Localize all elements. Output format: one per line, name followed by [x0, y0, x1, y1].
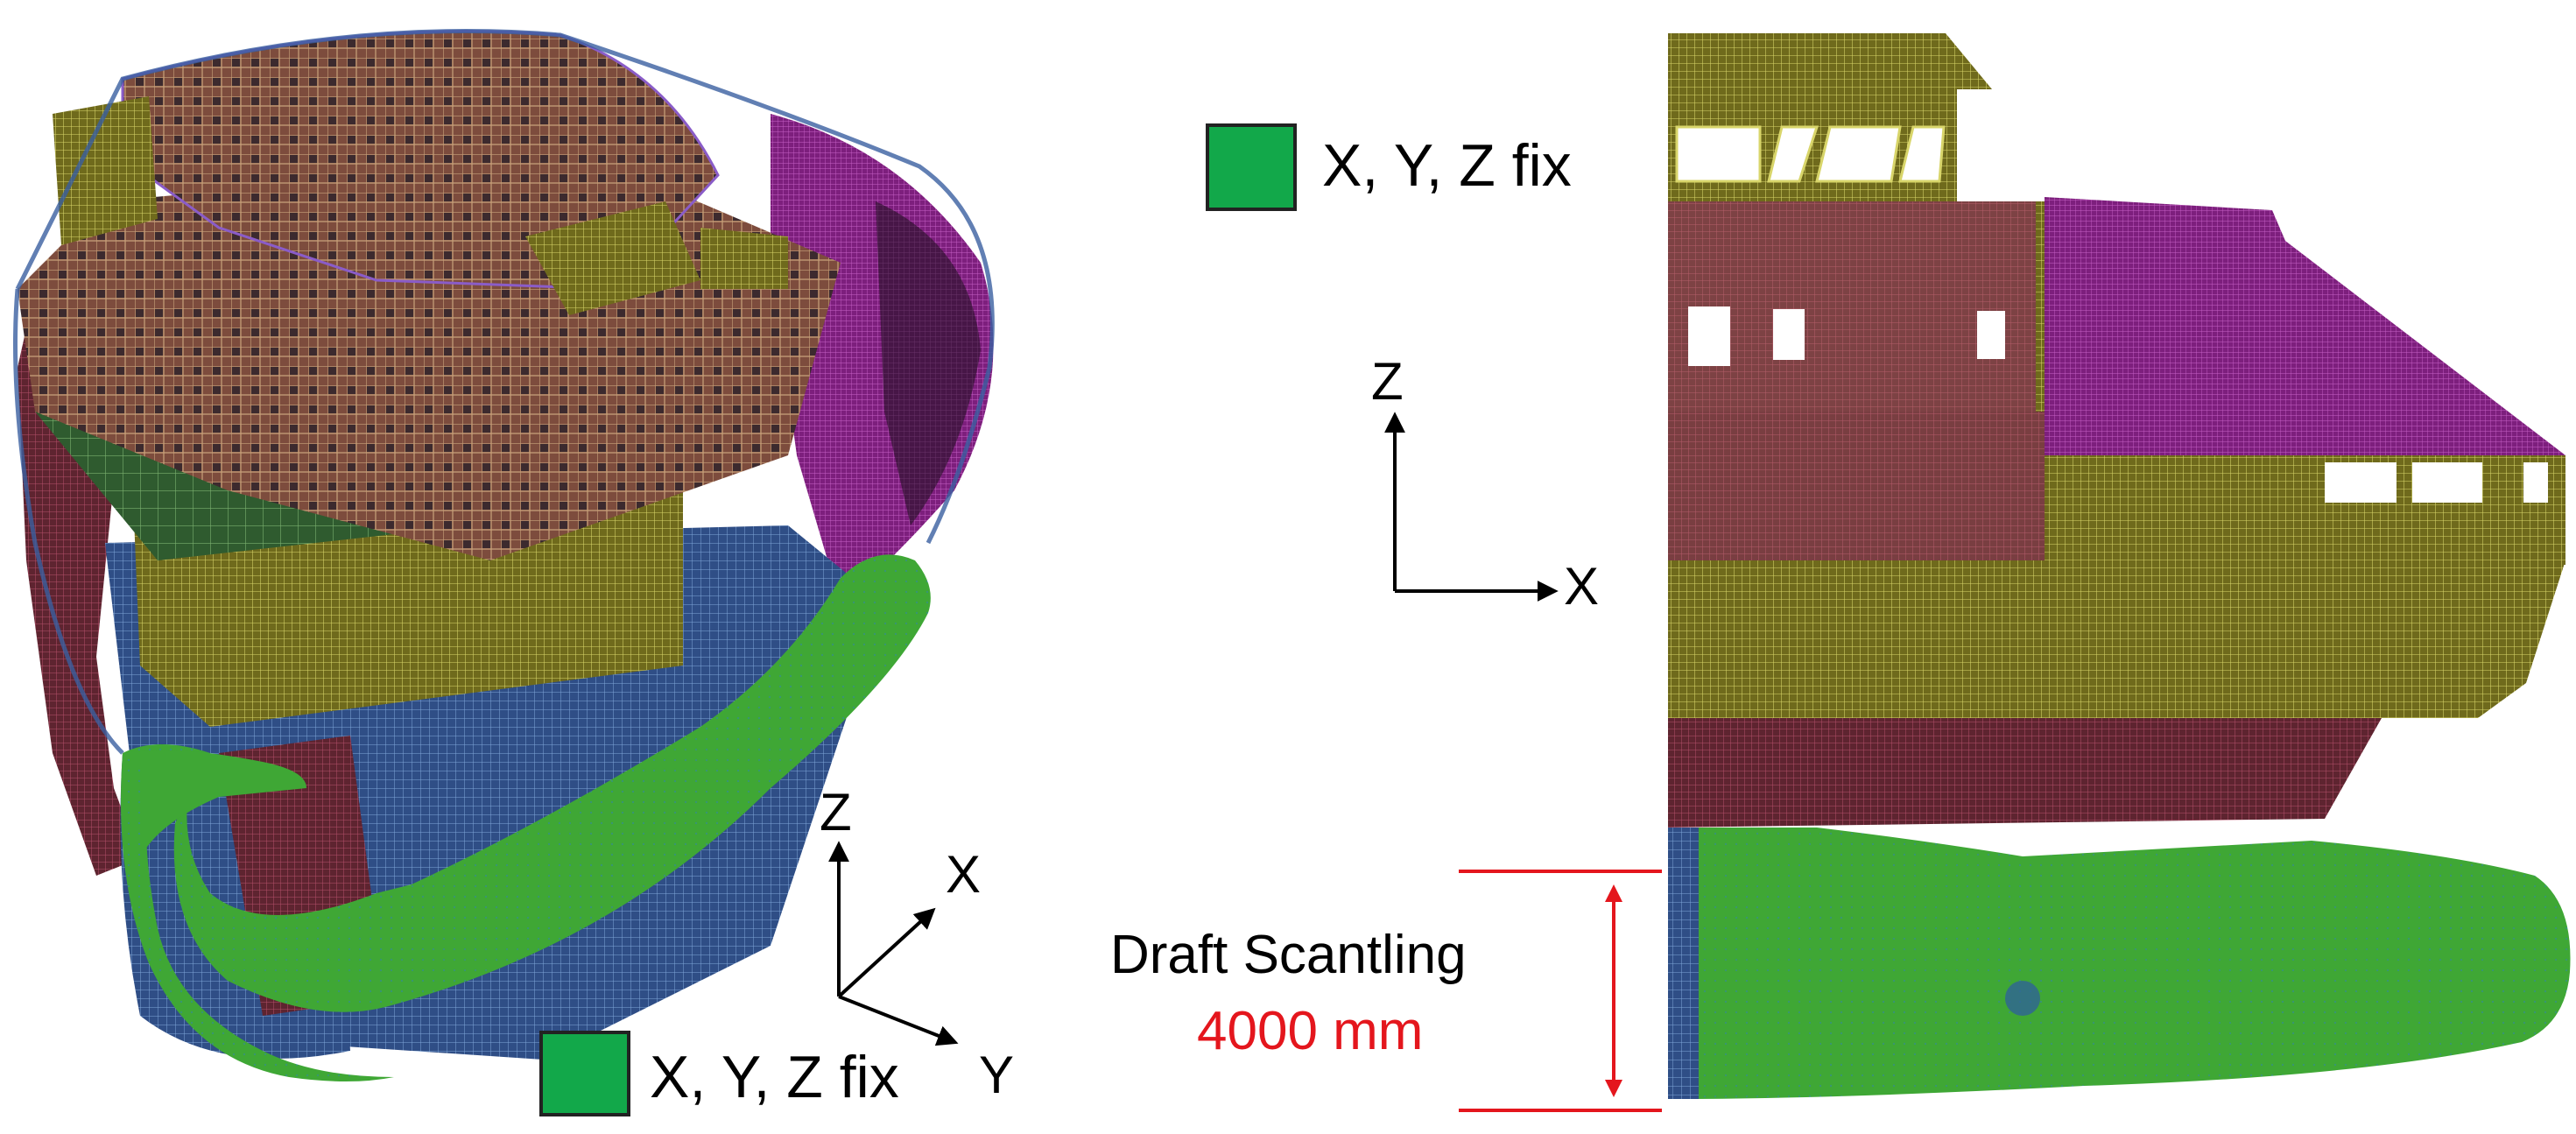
right-side-view-model [1668, 33, 2571, 1099]
right-axis-triad [1384, 412, 1559, 602]
draft-dimension [1459, 870, 1662, 1112]
left-z-axis-label: Z [820, 783, 852, 842]
right-wheelhouse-roof-mesh [1668, 33, 1992, 89]
draft-value: 4000 mm [1197, 1001, 1424, 1061]
left-y-axis-arrow [838, 995, 959, 1046]
right-forecastle-mesh [2045, 455, 2565, 565]
right-bow-deck-mesh [2045, 197, 2565, 455]
right-forecastle-windows [2325, 462, 2548, 503]
right-x-axis-label: X [1564, 557, 1600, 616]
left-axis-triad [828, 841, 959, 1046]
right-hull-middle-mesh [1668, 718, 2382, 828]
right-wheelhouse-windows [1675, 125, 1946, 183]
left-x-axis-arrow [837, 907, 936, 998]
left-3d-hull-model [13, 29, 995, 1081]
right-legend-text: X, Y, Z fix [1322, 132, 1572, 199]
left-x-axis-label: X [946, 845, 982, 904]
right-z-axis-label: Z [1371, 352, 1404, 411]
left-legend-text: X, Y, Z fix [650, 1044, 899, 1110]
left-y-axis-label: Y [979, 1046, 1015, 1104]
left-legend-swatch [539, 1031, 630, 1116]
draft-label: Draft Scantling [1110, 925, 1467, 985]
left-fixed-boundary-region [123, 554, 931, 1012]
right-hull-upper-mesh [1668, 560, 2565, 718]
right-legend-swatch [1206, 123, 1297, 211]
right-fixed-boundary-region [1668, 828, 2571, 1099]
